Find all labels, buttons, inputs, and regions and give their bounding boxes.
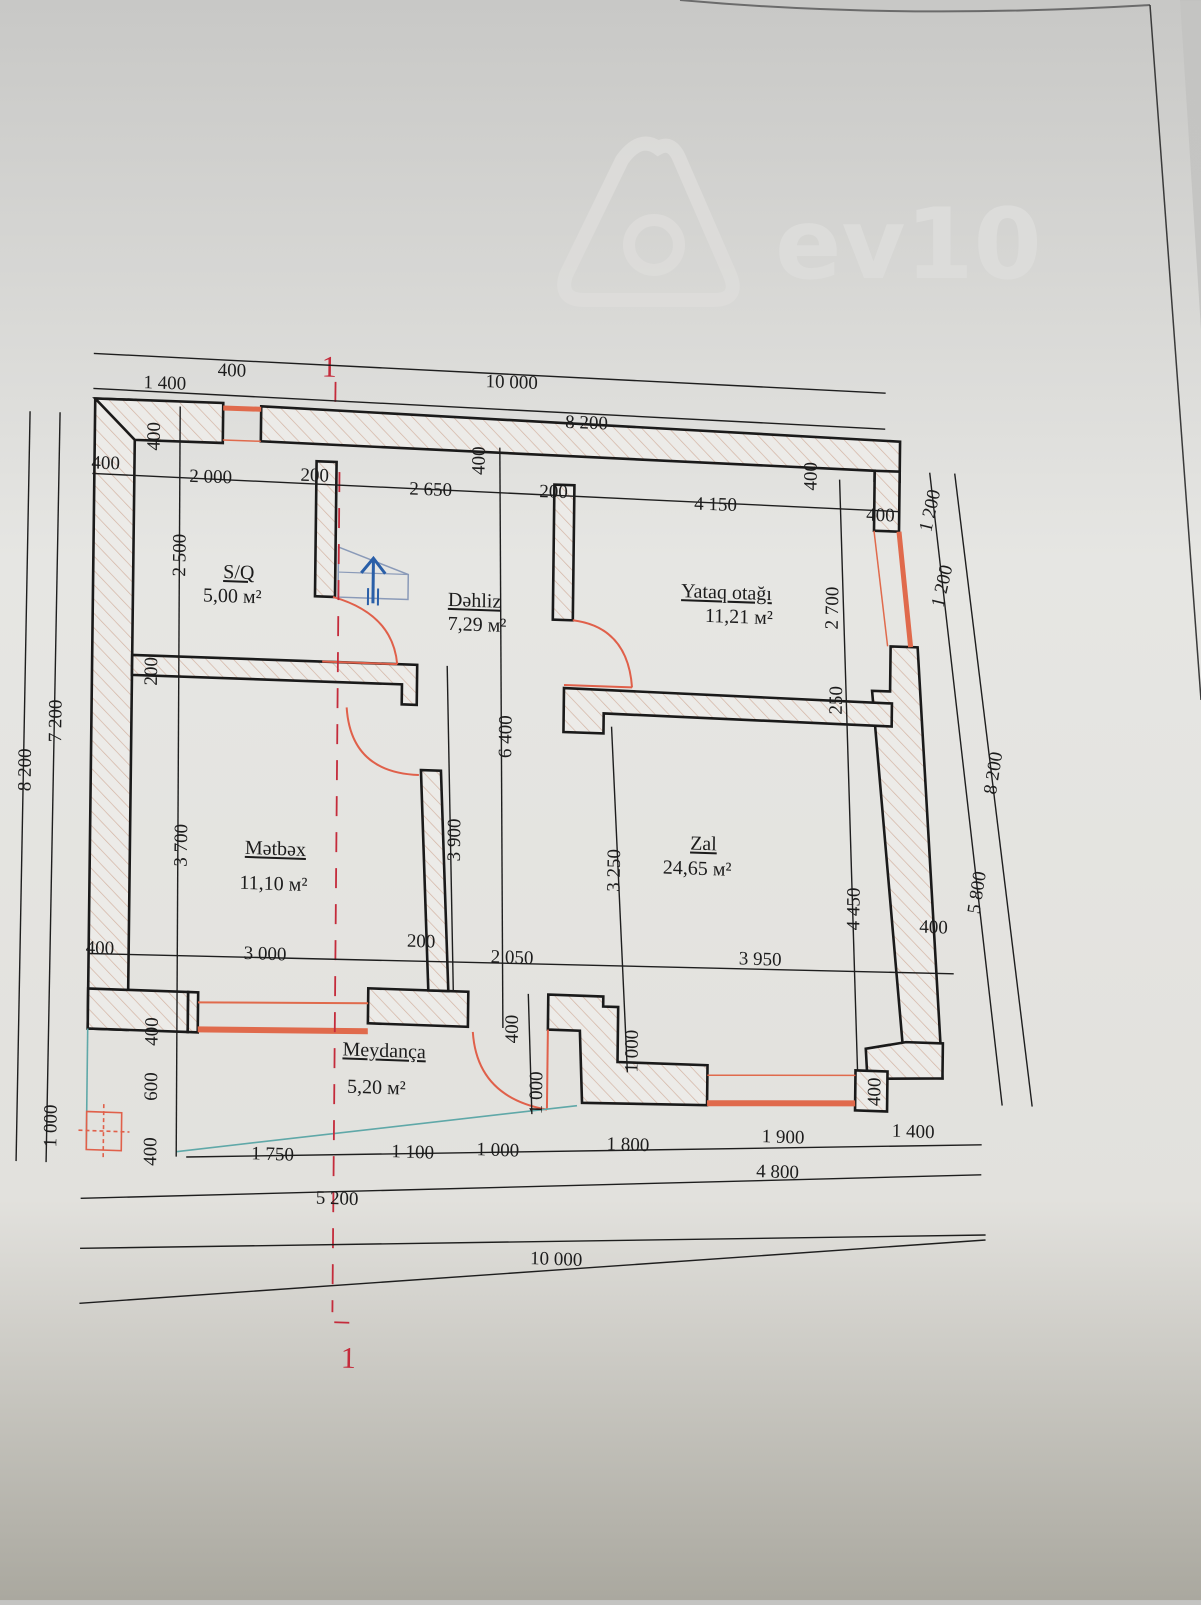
dim-so-height: 2 500 [169,533,191,576]
wall-right-top: 400 [866,505,895,527]
room-yataq-name: Yataq otağı [681,580,772,605]
room-zal-name: Zal [690,833,717,856]
dim-bottom-right: 4 800 [756,1161,799,1183]
room-so-area: 5,00 м² [203,584,262,608]
dim-zal-height-left: 3 250 [604,849,626,892]
dim-zal-height-right: 4 450 [843,887,865,930]
room-zal-area: 24,65 м² [663,857,732,881]
dim-bottom-seg-5: 1 900 [762,1126,805,1148]
dim-dahliz-width: 2 650 [409,479,452,501]
wall-left-bottom: 400 [86,937,115,959]
dim-matbax-height: 3 700 [171,824,193,867]
dim-corridor-width: 2 050 [491,947,534,969]
wall-yataq-left: 200 [539,481,568,503]
dim-corridor-height: 3 900 [444,818,466,861]
dim-bottom-seg-6: 1 400 [892,1121,935,1143]
dim-zal-width: 3 950 [739,948,782,970]
dim-top-window: 400 [218,360,247,382]
dim-top-main: 8 200 [565,412,608,434]
dim-left-main: 7 200 [45,699,67,742]
dim-yataq-width: 4 150 [694,494,737,516]
section-label-top: 1 [322,350,337,384]
wall-top-right: 400 [800,462,821,491]
dim-porch-2: 600 [141,1072,162,1101]
wall-top-left: 400 [144,422,165,451]
room-dahliz-name: Dəhliz [448,589,502,613]
dim-entry-door: 1 000 [526,1071,548,1114]
dim-bottom-seg-4: 1 800 [606,1134,649,1156]
room-meydanca-area: 5,20 м² [347,1076,406,1100]
room-yataq-area: 11,21 м² [705,605,773,629]
dim-left-porch: 1 000 [40,1104,62,1147]
room-matbax-area: 11,10 м² [239,872,307,896]
room-matbax-name: Mətbəx [245,837,306,861]
dim-left-overall: 8 200 [15,748,37,791]
dim-bottom-seg-2: 1 100 [391,1141,434,1163]
room-dahliz-area: 7,29 м² [448,613,507,637]
wall-top-middle: 400 [469,446,490,475]
wall-right-bottom: 400 [919,917,948,939]
dim-center-height: 6 400 [495,715,517,758]
room-meydanca-name: Meydança [342,1038,426,1063]
dim-top-left: 1 400 [143,372,186,394]
wall-left-top: 400 [91,452,120,474]
dim-porch-1: 400 [142,1017,163,1046]
wall-so-right: 200 [300,465,329,487]
room-so-name: S/Q [223,561,255,584]
dim-bottom-seg-1: 1 750 [251,1143,294,1165]
wall-so-matbax: 200 [141,657,162,686]
dim-matbax-width: 3 000 [244,943,287,965]
dim-yataq-height: 2 700 [822,586,844,629]
dim-so-width: 2 000 [189,466,232,488]
dim-top-overall: 10 000 [486,371,538,394]
watermark-text: ev10 [775,188,1042,302]
dim-bottom-seg-3: 1 000 [476,1139,519,1161]
dim-entry-step: 1 000 [621,1029,643,1072]
wall-yataq-zal: 250 [826,686,847,715]
dim-entry-step-left: 400 [502,1014,523,1043]
wall-bottom-right: 400 [864,1077,885,1106]
dim-bottom-overall: 10 000 [530,1248,582,1271]
wall-corridor: 200 [407,931,436,953]
dim-porch-3: 400 [140,1137,161,1166]
dim-bottom-left: 5 200 [316,1188,359,1210]
section-label-bottom: 1 [341,1342,356,1376]
